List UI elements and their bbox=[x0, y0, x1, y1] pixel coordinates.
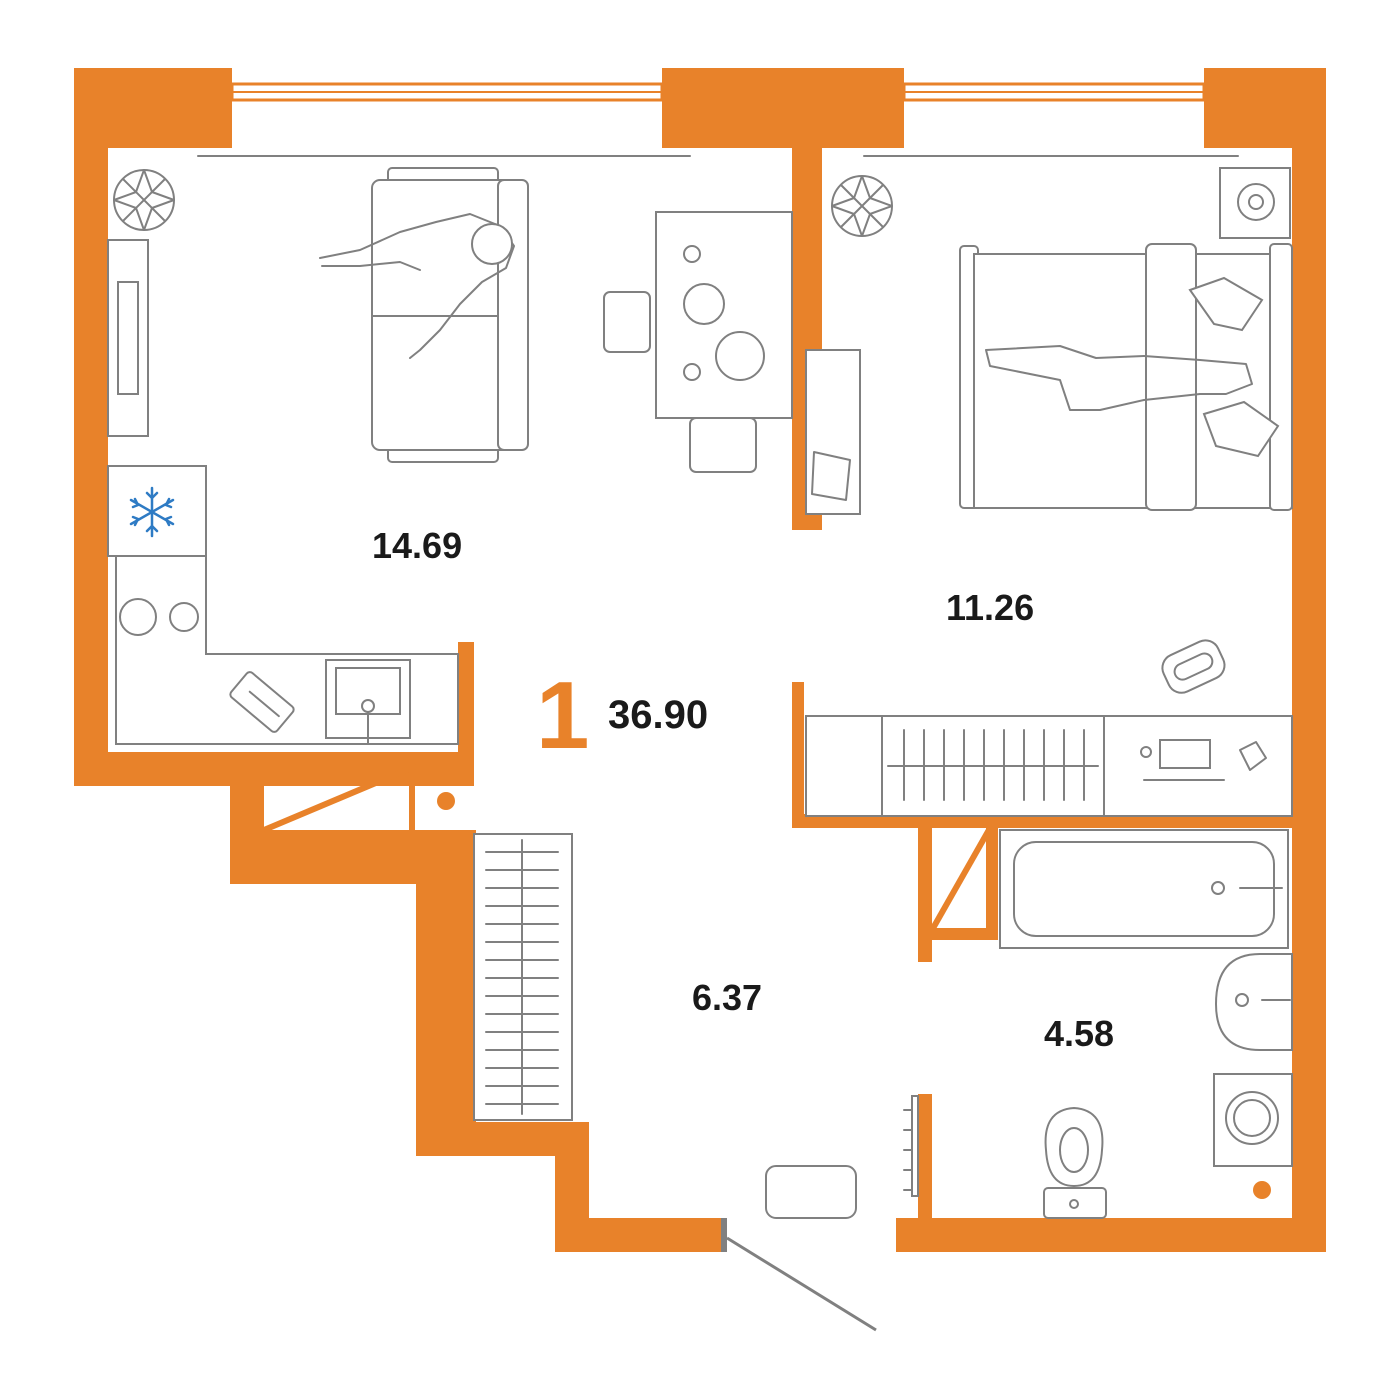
area-label-hallway: 6.37 bbox=[692, 977, 762, 1018]
shaft-right-bottom bbox=[918, 928, 998, 940]
plant-icon bbox=[831, 175, 893, 237]
wall-right-outer bbox=[1292, 68, 1326, 1252]
wall-bedroom-bath-v bbox=[792, 682, 804, 828]
wardrobe-icon bbox=[473, 833, 573, 1121]
washbasin-icon bbox=[1214, 953, 1293, 1051]
wall-bedroom-bath-h bbox=[792, 814, 1292, 828]
wall-bath-left-lower bbox=[918, 1094, 932, 1252]
person-icon bbox=[319, 213, 515, 359]
stove-icon bbox=[119, 598, 199, 636]
sink-icon bbox=[325, 659, 411, 745]
doormat-icon bbox=[765, 1165, 857, 1219]
wall-bottom-right bbox=[896, 1218, 1326, 1252]
area-label-living-kitchen: 14.69 bbox=[372, 525, 462, 566]
shaft-diagonal-left bbox=[262, 763, 418, 833]
computer-icon bbox=[1140, 739, 1267, 781]
bathtub-icon bbox=[999, 829, 1289, 949]
cutting-board-icon bbox=[229, 671, 295, 733]
chair-icon bbox=[603, 291, 757, 473]
windows bbox=[230, 82, 1206, 102]
wall-left-outer bbox=[74, 68, 108, 786]
washing-machine-icon bbox=[1213, 1073, 1293, 1167]
area-label-bedroom: 11.26 bbox=[946, 587, 1034, 628]
washing-machine-icon bbox=[1219, 167, 1291, 239]
wall-bath-left bbox=[918, 814, 932, 962]
tv-icon bbox=[107, 239, 149, 437]
wall-top-middle-pier bbox=[662, 68, 904, 148]
riser-icon bbox=[437, 792, 455, 810]
door-icon bbox=[721, 1218, 877, 1332]
fridge-snowflake-icon bbox=[129, 486, 175, 538]
wardrobe-icon bbox=[887, 729, 1099, 801]
chair-icon bbox=[1161, 639, 1226, 694]
wall-hall-left-mid bbox=[416, 830, 476, 1156]
person-icon bbox=[985, 345, 1253, 411]
bookshelf-icon bbox=[805, 349, 861, 515]
wall-shaft-bottom bbox=[230, 830, 476, 884]
total-area-label: 36.90 bbox=[608, 693, 708, 737]
shaft-right-side bbox=[986, 828, 998, 940]
radiator-icon bbox=[903, 1095, 919, 1197]
area-label-bathroom: 4.58 bbox=[1044, 1013, 1114, 1054]
toilet-icon bbox=[1043, 1106, 1107, 1219]
rooms-count-label: 1 bbox=[536, 662, 589, 769]
sofa-icon bbox=[371, 167, 529, 463]
walls bbox=[74, 68, 1326, 1252]
wall-kitchen-divider bbox=[458, 642, 474, 786]
fridge-icon bbox=[107, 465, 207, 557]
plant-icon bbox=[113, 169, 175, 231]
dining-table-icon bbox=[655, 211, 793, 419]
shaft-diagonal-right bbox=[929, 826, 993, 932]
wall-top-left-pier bbox=[74, 68, 232, 148]
riser-icon bbox=[1253, 1181, 1271, 1199]
bed-icon bbox=[959, 243, 1293, 511]
